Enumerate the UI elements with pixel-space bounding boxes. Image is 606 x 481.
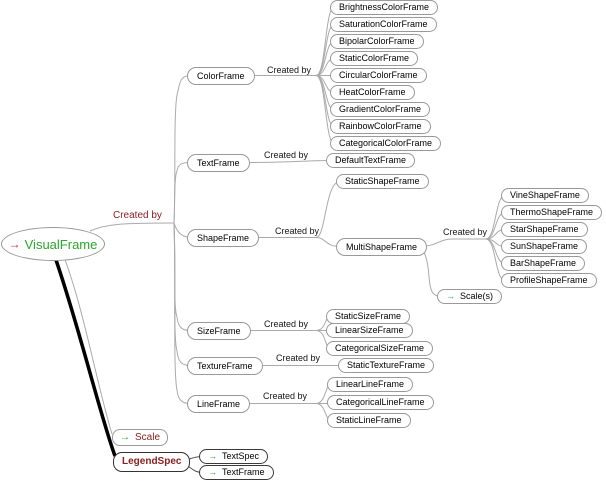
edge-label-created-by-texture: Created by <box>276 353 321 363</box>
green-arrow-icon: → <box>120 432 130 443</box>
edge-label-created-by-size: Created by <box>264 319 309 329</box>
edge-label-created-by-text: Created by <box>264 150 309 160</box>
edge-multi-scale <box>423 251 442 297</box>
node-circularcolorframe[interactable]: CircularColorFrame <box>330 68 427 83</box>
node-gradientcolorframe[interactable]: GradientColorFrame <box>330 102 431 117</box>
node-statictextureframe[interactable]: StaticTextureFrame <box>338 358 435 373</box>
edge-multi-stem <box>419 238 486 247</box>
node-thermoshapeframe[interactable]: ThermoShapeFrame <box>501 205 603 220</box>
edge-trunk-texture <box>173 222 191 366</box>
edge-label-created-by-shape: Created by <box>275 226 320 236</box>
node-categoricalcolorframe[interactable]: CategoricalColorFrame <box>330 136 442 151</box>
node-staticcolorframe[interactable]: StaticColorFrame <box>330 51 419 66</box>
node-linearlineframe[interactable]: LinearLineFrame <box>327 377 414 392</box>
node-lineframe[interactable]: LineFrame <box>187 394 251 413</box>
edge-label-created-by-color: Created by <box>267 65 312 75</box>
green-arrow-icon: → <box>208 467 217 477</box>
node-staticsizeframe[interactable]: StaticSizeFrame <box>326 309 411 324</box>
node-staticshapeframe[interactable]: StaticShapeFrame <box>336 174 429 189</box>
node-textspec-label: TextSpec <box>222 451 260 461</box>
edge-color-child-6 <box>250 75 335 110</box>
node-shapeframe[interactable]: ShapeFrame <box>187 228 260 247</box>
edge-label-created-by-line: Created by <box>263 391 308 401</box>
edge-root-legendspec <box>54 259 117 457</box>
edge-line-child-2 <box>248 403 332 421</box>
node-sizeframe[interactable]: SizeFrame <box>187 321 251 340</box>
green-arrow-icon: → <box>208 451 217 461</box>
node-legendspec[interactable]: LegendSpec <box>113 452 191 472</box>
node-textframe-leaf-label: TextFrame <box>222 467 265 477</box>
edge-root-junction <box>89 222 175 232</box>
node-textframe-leaf[interactable]: → TextFrame <box>199 465 274 480</box>
node-defaulttextframe[interactable]: DefaultTextFrame <box>326 153 416 168</box>
edge-trunk-text <box>173 162 191 224</box>
node-brightnesscolorframe[interactable]: BrightnessColorFrame <box>330 0 439 15</box>
node-scale-label: Scale <box>135 432 161 443</box>
node-categoricallineframe[interactable]: CategoricalLineFrame <box>327 395 434 410</box>
node-bipolarcolorframe[interactable]: BipolarColorFrame <box>330 34 424 49</box>
edge-shape-child-1 <box>250 237 341 247</box>
edge-label-created-by-multishape: Created by <box>443 227 488 237</box>
node-colorframe[interactable]: ColorFrame <box>187 66 255 85</box>
node-textspec[interactable]: → TextSpec <box>199 449 269 464</box>
node-linearsizeframe[interactable]: LinearSizeFrame <box>326 323 413 338</box>
edge-color-child-8 <box>250 75 335 144</box>
edge-text-child-0 <box>244 160 331 163</box>
node-barshapeframe[interactable]: BarShapeFrame <box>501 256 586 271</box>
edge-label-created-by-root: Created by <box>113 210 162 221</box>
node-textureframe[interactable]: TextureFrame <box>187 356 263 375</box>
edge-root-scale <box>63 256 113 435</box>
edge-trunk-line <box>173 222 191 404</box>
node-starshapeframe[interactable]: StarShapeFrame <box>501 222 588 237</box>
node-categoricalsizeframe[interactable]: CategoricalSizeFrame <box>326 341 434 356</box>
green-arrow-icon: → <box>446 291 455 301</box>
node-scales[interactable]: → Scale(s) <box>437 289 503 304</box>
node-vineshapeframe[interactable]: VineShapeFrame <box>501 188 589 203</box>
edge-trunk-color <box>173 75 191 224</box>
node-scale[interactable]: → Scale <box>112 429 169 446</box>
node-saturationcolorframe[interactable]: SaturationColorFrame <box>330 17 437 32</box>
node-sunshapeframe[interactable]: SunShapeFrame <box>501 239 588 254</box>
red-arrow-icon: → <box>8 237 21 251</box>
node-staticlineframe[interactable]: StaticLineFrame <box>327 413 411 428</box>
root-node-label: VisualFrame <box>24 236 98 252</box>
node-rainbowcolorframe[interactable]: RainbowColorFrame <box>330 119 431 134</box>
node-textframe[interactable]: TextFrame <box>187 153 250 172</box>
node-profileshapeframe[interactable]: ProfileShapeFrame <box>501 273 597 288</box>
root-node-visualframe[interactable]: → VisualFrame <box>1 227 105 261</box>
edge-size-child-2 <box>250 330 331 349</box>
node-multishapeframe[interactable]: MultiShapeFrame <box>336 237 428 256</box>
node-scales-label: Scale(s) <box>460 291 494 301</box>
node-heatcolorframe[interactable]: HeatColorFrame <box>330 85 415 100</box>
